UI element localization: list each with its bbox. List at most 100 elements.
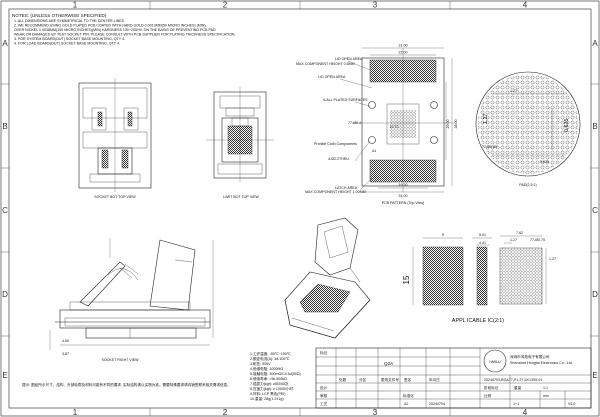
- tb-date: 20240704: [429, 402, 445, 406]
- pcb-label-c77: 77-Ø0.4: [348, 121, 361, 125]
- pcb-dim-height: 38.00: [454, 120, 458, 129]
- zone-row-c: C: [2, 206, 8, 215]
- pcb-label-a1: A1: [372, 149, 376, 153]
- pad-dim-5: 1.27: [483, 114, 489, 125]
- pcb-dim-height-2: 29.00: [446, 120, 450, 129]
- pad-view-label: PAD(2.5:1): [519, 183, 537, 187]
- zone-row-b-right: B: [592, 122, 597, 131]
- applicable-ic: 9 15 5.01 4.41 7.62 1.27 77-Ø0.75 1.27 A…: [402, 231, 556, 324]
- pad-dim-1: 1.27: [510, 89, 517, 93]
- title-block: 标记 处数 分区 更改文件号 签名 年月日 设计 审核 工艺 标准化 阶段标记 …: [315, 347, 592, 409]
- zone-col-4-bottom: 4: [523, 408, 528, 417]
- zone-col-2-bottom: 2: [223, 408, 228, 417]
- pcb-dim-width: 31.00: [399, 44, 408, 48]
- zone-col-4: 4: [523, 1, 528, 10]
- company-name-en: Shenzhen Hongtai Electronics Co., Ltd.: [510, 361, 573, 365]
- note-line: 4. FOR LOAD BOARD(DUT) SOCKET BASE MOUNT…: [14, 42, 120, 46]
- pcb-label-prohibit: Prohibit Cloth Components: [314, 142, 357, 146]
- unit-value: mm: [543, 394, 549, 398]
- pcb-dim-width-2: 22.00: [399, 51, 408, 55]
- zone-col-3-bottom: 3: [373, 408, 378, 417]
- spec-line: 7.插拔力(kgf): ≥50000次: [250, 381, 289, 386]
- notes-title: NOTES: (UNLESS OTHERWISE SPECIFIED): [12, 13, 107, 18]
- ic-dim-b: 4.41: [479, 241, 486, 245]
- socket-right-view-label: SOCKET RIGHT VIEW: [101, 358, 139, 362]
- ic-dim-width: 9: [442, 233, 444, 237]
- note-line: 2. WE RECOMMEND USING GOLD PLATED PCB CO…: [14, 24, 207, 28]
- pcb-label-max-height: MAX COMPONENT HEIGHT 0.6MM: [296, 62, 355, 66]
- footnote: 提示: 图纸所示尺寸、结构、外部轮廓及材料可能有不同的要求, 实际结构请以实物为…: [22, 382, 231, 387]
- pcb-pattern-label: PCB PATTERN (Top View): [382, 201, 425, 205]
- ic-dim-c: 7.62: [516, 231, 523, 235]
- zone-col-3: 3: [373, 1, 378, 10]
- version-value: V2.0: [568, 402, 575, 406]
- tb-version-label: A2: [404, 402, 408, 406]
- pcb-label-pads: 4-ALL PLATED SURFACES: [323, 98, 368, 102]
- pcb-label-max-height-2: MAX COMPONENT HEIGHT 1.00MM: [305, 190, 366, 194]
- spec-line: 5.接触电阻: 300mΩ/C4.5d(50Ω): [250, 371, 301, 376]
- socket-right-dim-2: 3.87: [62, 352, 69, 356]
- pcb-label-lid-area: LID OPEN AREA: [318, 75, 346, 79]
- tb-cell: 标记: [320, 350, 328, 355]
- company-logo: [483, 349, 507, 373]
- applicable-ic-label: APPL ICABLE IC(2:1): [452, 318, 504, 324]
- zone-row-b: B: [2, 122, 7, 131]
- note-line: 3. FOR SYSTEM BOARD(DUT) SOCKET BASE MOU…: [14, 37, 125, 41]
- tb-cell: 处数: [339, 377, 347, 382]
- zone-col-1-bottom: 1: [73, 408, 78, 417]
- tb-cell: 分区: [359, 377, 367, 382]
- pad-dim-2: 0.635: [564, 119, 570, 133]
- zone-col-2: 2: [223, 1, 228, 10]
- spec-line: 2.额定电流(A): 3A 105℃: [250, 356, 289, 361]
- spec-line: 1.工作温度: -55℃~150℃: [250, 351, 291, 356]
- socket-right-dim-1: 4.50: [62, 339, 69, 343]
- zone-row-d: D: [2, 290, 8, 299]
- pad-dim-3: 0.635: [540, 160, 549, 164]
- tb-cell: 设计: [320, 385, 328, 390]
- socket-top-view-label: SOCKET BOT TOP VIEW: [94, 195, 136, 199]
- socket-right-view: 4.50 3.87 SOCKET RIGHT VIEW: [49, 238, 214, 362]
- tb-cell: 阶段标记: [484, 385, 499, 390]
- tb-cell: 审核: [320, 393, 328, 398]
- pcb-label-lid-open: LID OPEN AREA: [335, 57, 363, 61]
- zone-col-1: 1: [73, 1, 78, 10]
- ic-dim-d: 1.27: [510, 238, 517, 242]
- zone-row-a-right: A: [592, 39, 598, 48]
- pcb-dim-bottom-2: 19.30: [399, 183, 408, 187]
- scale-value: 1:1: [543, 386, 548, 390]
- pcb-dim-bottom: 31.00: [399, 194, 408, 198]
- company-name-cn: 深圳市鸿拓电子有限公司: [510, 354, 550, 359]
- pcb-label-thru: 4-Ø2.2THRU: [328, 157, 349, 161]
- pcb-pattern: 31.00 22.00 31.00 19.30 38.00 29.00 12.7…: [296, 44, 458, 206]
- pad-detail: 1.27 0.635 0.635 77-Ø0.85 1.27 PAD(2.5:1…: [475, 71, 581, 187]
- tb-cell: 标准化: [403, 393, 414, 398]
- pad-dim-4: 77-Ø0.85: [482, 145, 497, 149]
- tb-cell: 工艺: [320, 401, 328, 406]
- ic-dim-a: 5.01: [479, 233, 486, 237]
- socket-isometric-view: [284, 217, 371, 339]
- socket-top-view: SOCKET BOT TOP VIEW: [78, 78, 152, 199]
- pcb-dim-pitch: 12.70: [390, 125, 399, 129]
- spec-line: 3.耐压: 500V: [250, 361, 271, 366]
- part-number: 20240703-BGA77-P1.27-5X13S5.01: [484, 378, 542, 382]
- zone-row-c-right: C: [592, 206, 598, 215]
- spec-line: 9.材料: LCP 黑色(PEI): [250, 391, 285, 396]
- tb-rev-mark: Q2A: [384, 361, 394, 366]
- note-line: 1. ALL DIMENSIONS ARE SYMMETRICAL TO THE…: [14, 19, 125, 23]
- zone-row-e: E: [2, 371, 7, 380]
- spec-line: 8.压盖力(kgf): ≥ 10000小时: [250, 386, 294, 391]
- note-line: OVER NICKEL 0.0038MM(150 MICRO INCHES)(M…: [14, 28, 216, 32]
- limit-bot-top-view-label: LIMIT BOT TOP VIEW: [223, 195, 259, 199]
- zone-row-e-right: E: [592, 371, 597, 380]
- spec-list: 1.工作温度: -55℃~150℃ 2.额定电流(A): 3A 105℃ 3.耐…: [250, 351, 301, 401]
- notes-block: NOTES: (UNLESS OTHERWISE SPECIFIED) 1. A…: [12, 13, 235, 46]
- sheet-value: 1~1: [513, 402, 519, 406]
- tb-cell: 重量: [514, 385, 522, 390]
- note-line: WEAR OR DAMAGED BY TEST SOCKET PIN. PLEA…: [14, 33, 235, 37]
- tb-cell: 年月日: [429, 377, 440, 382]
- ic-dim-f: 1.27: [549, 257, 556, 261]
- tb-cell: 签名: [404, 377, 412, 382]
